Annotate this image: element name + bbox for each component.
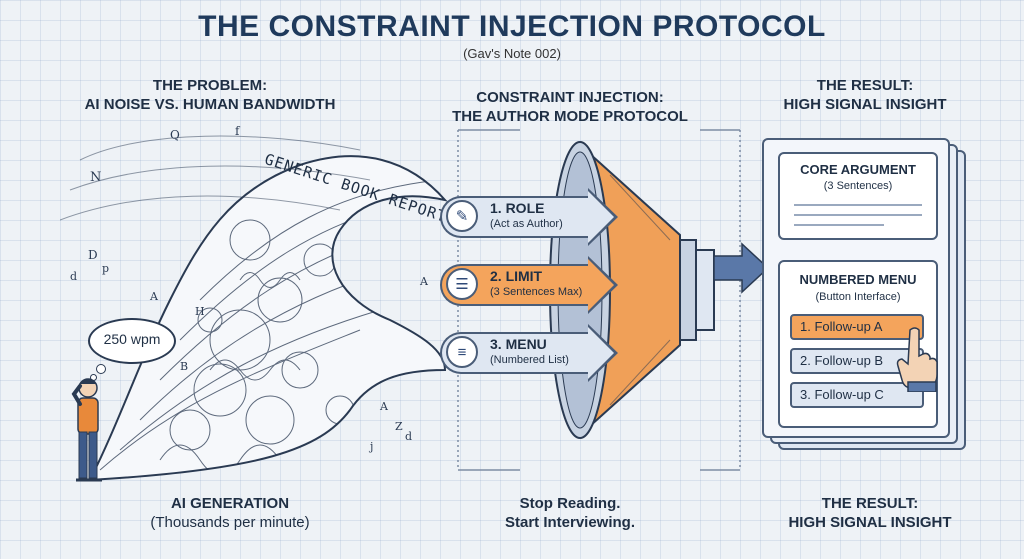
result-header: THE RESULT: HIGH SIGNAL INSIGHT (760, 76, 970, 114)
follow-up-b-button[interactable]: 2. Follow-up B (790, 348, 924, 374)
numbered-menu-title: NUMBERED MENU (799, 272, 917, 287)
step-label: 3. MENU (490, 336, 547, 352)
numbered-menu-sub: (Button Interface) (815, 291, 901, 303)
injection-footer: Stop Reading. Start Interviewing. (470, 494, 670, 532)
speech-bubble-text: 250 wpm (103, 331, 161, 347)
injection-header-line2: THE AUTHOR MODE PROTOCOL (452, 108, 688, 125)
result-footer-line1: THE RESULT: (821, 495, 919, 512)
page-subtitle: (Gav's Note 002) (463, 46, 561, 61)
result-header-line2: HIGH SIGNAL INSIGHT (783, 96, 947, 113)
problem-footer-line1: AI GENERATION (170, 495, 290, 512)
result-footer: THE RESULT: HIGH SIGNAL INSIGHT (760, 494, 980, 532)
numbered-menu-card: NUMBERED MENU (Button Interface) 1. Foll… (778, 260, 938, 428)
step-sub: (3 Sentences Max) (490, 286, 583, 298)
noise-wave-illustration (60, 135, 448, 482)
result-document: CORE ARGUMENT (3 Sentences) NUMBERED MEN… (762, 138, 950, 438)
step-label: 1. ROLE (490, 200, 545, 216)
page-title: THE CONSTRAINT INJECTION PROTOCOL (198, 10, 826, 43)
problem-footer-line2: (Thousands per minute) (150, 514, 310, 531)
injection-footer-line1: Stop Reading. (519, 495, 621, 512)
step-sub: (Act as Author) (490, 218, 563, 230)
thought-dot (96, 364, 106, 374)
text-line (794, 214, 922, 216)
list-icon: ≡ (446, 336, 478, 368)
injection-footer-line2: Start Interviewing. (504, 514, 636, 531)
step-sub: (Numbered List) (490, 354, 569, 366)
pointing-hand-icon (896, 327, 938, 392)
core-argument-card: CORE ARGUMENT (3 Sentences) (778, 152, 938, 240)
problem-header-line2: AI NOISE VS. HUMAN BANDWIDTH (84, 96, 336, 113)
step-menu: ≡ 3. MENU (Numbered List) (440, 324, 618, 382)
text-line (794, 204, 922, 206)
core-argument-title: CORE ARGUMENT (800, 162, 916, 177)
clipboard-icon: ☰ (446, 268, 478, 300)
injection-header-line1: CONSTRAINT INJECTION: (476, 89, 664, 106)
step-role: ✎ 1. ROLE (Act as Author) (440, 188, 618, 246)
core-argument-sub: (3 Sentences) (823, 180, 893, 192)
problem-footer: AI GENERATION (Thousands per minute) (120, 494, 340, 532)
result-footer-line2: HIGH SIGNAL INSIGHT (788, 514, 952, 531)
output-arrow (713, 242, 770, 294)
speech-bubble (88, 318, 176, 364)
person-figure (71, 378, 102, 482)
problem-header-line1: THE PROBLEM: (152, 77, 268, 94)
injection-header: CONSTRAINT INJECTION: THE AUTHOR MODE PR… (450, 88, 690, 126)
step-limit: ☰ 2. LIMIT (3 Sentences Max) (440, 256, 618, 314)
text-line (794, 224, 884, 226)
user-edit-icon: ✎ (446, 200, 478, 232)
problem-header: THE PROBLEM: AI NOISE VS. HUMAN BANDWIDT… (40, 76, 380, 114)
result-header-line1: THE RESULT: (816, 77, 914, 94)
follow-up-c-button[interactable]: 3. Follow-up C (790, 382, 924, 408)
step-label: 2. LIMIT (490, 268, 543, 284)
follow-up-a-button[interactable]: 1. Follow-up A (790, 314, 924, 340)
